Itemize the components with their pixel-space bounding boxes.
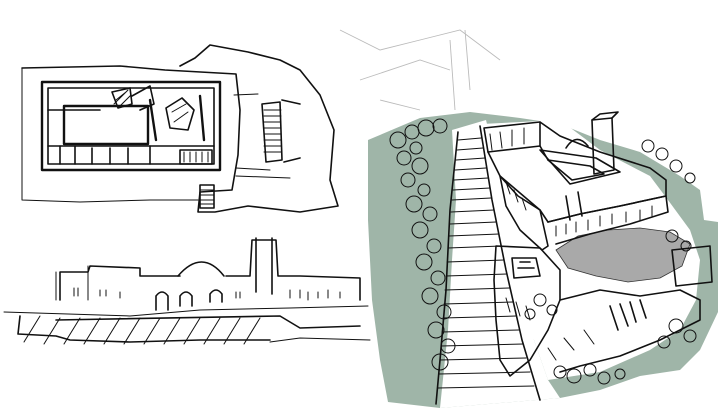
aerial-perspective-sketch — [339, 29, 718, 408]
elevation-sketch — [3, 237, 371, 345]
site-plan-sketch — [21, 44, 339, 213]
